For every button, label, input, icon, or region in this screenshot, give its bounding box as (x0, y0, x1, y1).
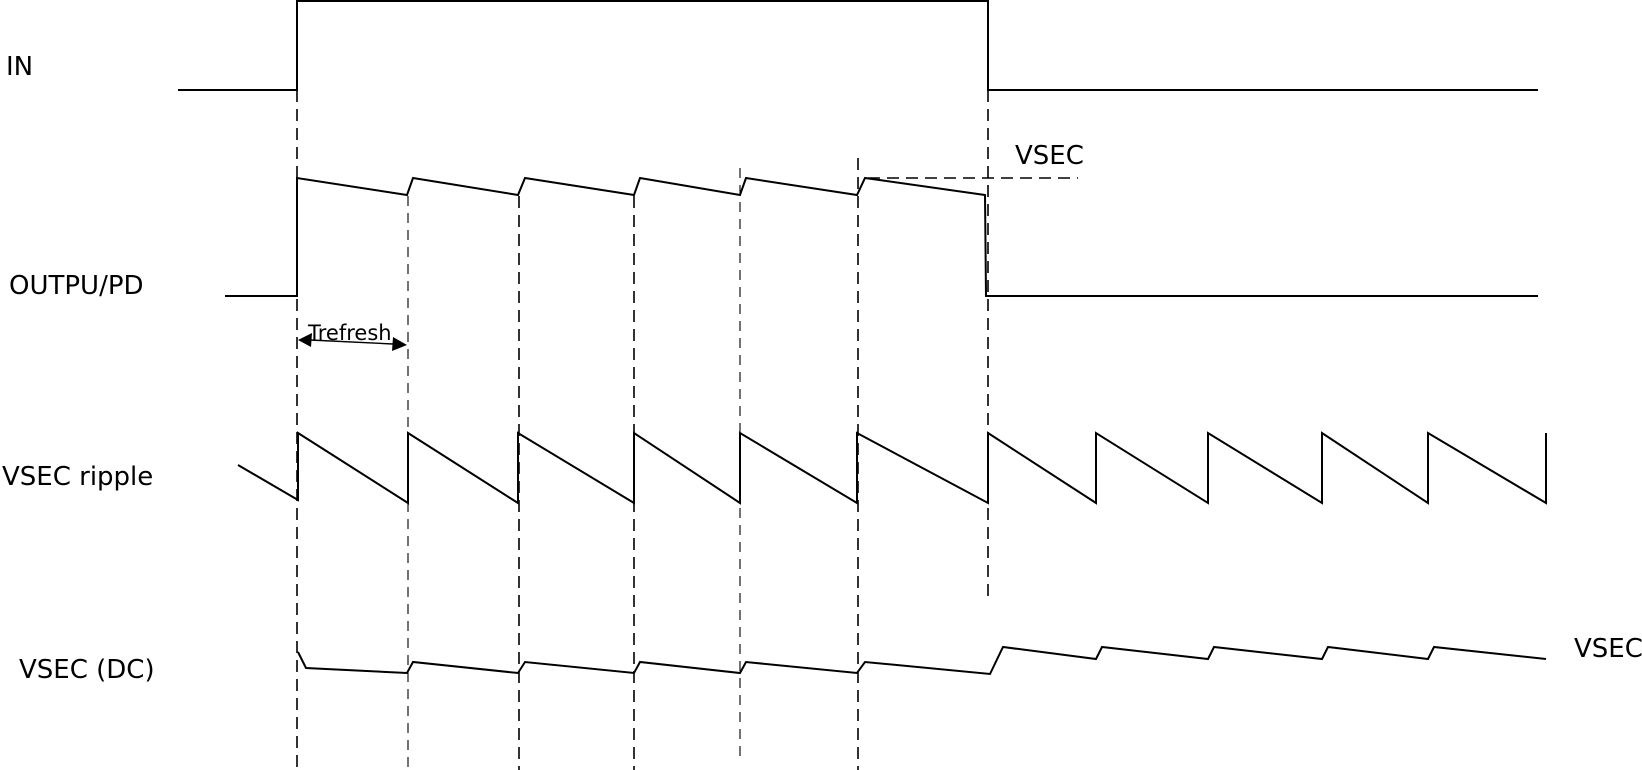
signal-label-dc: VSEC (DC) (19, 655, 155, 685)
vsec-dc-waveform (297, 645, 1547, 676)
vsec-level-label: VSEC (1015, 141, 1084, 171)
output-waveform (225, 176, 1538, 297)
vsec-ripple-waveform (237, 431, 1547, 505)
trefresh-arrow (298, 333, 407, 351)
signal-label-output: OUTPU/PD (9, 271, 144, 301)
in-waveform (178, 0, 1538, 91)
signal-label-ripple: VSEC ripple (2, 462, 153, 492)
vsec-dc-right-label: VSEC (1574, 634, 1642, 664)
signal-label-in: IN (6, 52, 33, 82)
